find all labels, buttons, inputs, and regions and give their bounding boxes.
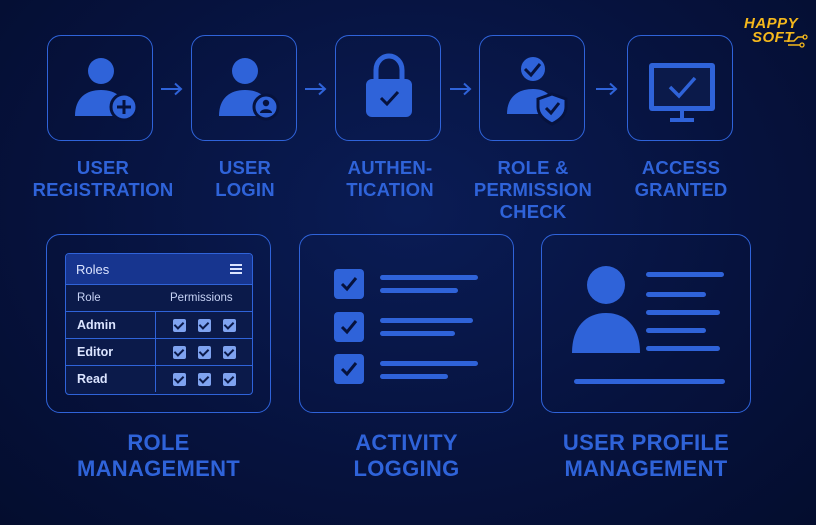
logo-text-line1: HAPPY <box>744 15 799 32</box>
checkbox-checked[interactable] <box>222 345 236 359</box>
label-line: REGISTRATION <box>32 179 174 200</box>
checkbox-checked[interactable] <box>172 372 186 386</box>
column-header-permissions: Permissions <box>170 292 233 304</box>
label-line: ROLE & <box>497 157 569 178</box>
step-access-granted <box>627 35 733 141</box>
circuit-icon <box>784 34 808 48</box>
label-line: TICATION <box>346 179 434 200</box>
table-row: Admin <box>66 311 252 338</box>
label-line: MANAGEMENT <box>76 456 241 481</box>
flow-arrow <box>595 82 619 96</box>
step-label-user-registration: USER REGISTRATION <box>28 157 178 201</box>
user-shield-icon <box>507 57 568 126</box>
role-name: Read <box>66 366 156 392</box>
step-authentication <box>335 35 441 141</box>
label-line: USER <box>218 157 272 178</box>
checkbox-checked[interactable] <box>222 318 236 332</box>
card-label-user-profile-management: USER PROFILE MANAGEMENT <box>530 430 762 482</box>
logo-text-line2: SOFT <box>752 29 794 46</box>
happysoft-logo: HAPPY SOFT <box>740 16 810 48</box>
roles-table: Roles Role Permissions Admin Editor <box>65 253 253 395</box>
label-line: LOGIN <box>215 179 275 200</box>
label-line: ACCESS <box>641 157 721 178</box>
hamburger-menu-icon[interactable] <box>230 264 242 274</box>
flow-arrow <box>160 82 184 96</box>
label-line: ACTIVITY <box>355 430 458 455</box>
label-line: LOGGING <box>353 456 460 481</box>
label-line: GRANTED <box>634 179 728 200</box>
roles-table-title: Roles <box>76 261 110 277</box>
label-line: ROLE <box>127 430 190 455</box>
card-label-activity-logging: ACTIVITY LOGGING <box>299 430 514 482</box>
lock-icon <box>366 53 412 117</box>
label-line: AUTHEN- <box>347 157 433 178</box>
roles-table-column-headers: Role Permissions <box>66 284 252 311</box>
checklist-icon <box>334 269 478 384</box>
checkbox-checked[interactable] <box>172 318 186 332</box>
label-line: PERMISSION <box>473 179 593 200</box>
flow-arrow <box>304 82 328 96</box>
step-user-registration <box>47 35 153 141</box>
roles-table-header: Roles <box>66 254 252 284</box>
checkbox-checked[interactable] <box>197 318 211 332</box>
table-row: Editor <box>66 338 252 365</box>
checkbox-checked[interactable] <box>222 372 236 386</box>
label-line: USER PROFILE <box>562 430 730 455</box>
card-label-role-management: ROLE MANAGEMENT <box>46 430 271 482</box>
label-line: USER <box>76 157 130 178</box>
permission-checkboxes <box>156 312 252 338</box>
monitor-check-icon <box>649 63 715 122</box>
checkbox-checked[interactable] <box>197 372 211 386</box>
role-name: Admin <box>66 312 156 338</box>
step-label-authentication: AUTHEN- TICATION <box>330 157 450 201</box>
checkbox-checked[interactable] <box>172 345 186 359</box>
step-label-access-granted: ACCESS GRANTED <box>620 157 742 201</box>
label-line: MANAGEMENT <box>564 456 728 481</box>
checkbox-checked[interactable] <box>197 345 211 359</box>
user-profile-icon <box>572 266 725 384</box>
column-header-role: Role <box>77 292 101 304</box>
card-user-profile-management <box>541 234 751 413</box>
card-role-management: Roles Role Permissions Admin Editor <box>46 234 271 413</box>
step-label-user-login: USER LOGIN <box>190 157 300 201</box>
role-name: Editor <box>66 339 156 365</box>
flow-arrow <box>449 82 473 96</box>
label-line: CHECK <box>499 201 567 222</box>
card-activity-logging <box>299 234 514 413</box>
user-add-icon <box>75 58 139 122</box>
permission-checkboxes <box>156 366 252 392</box>
step-user-login <box>191 35 297 141</box>
permission-checkboxes <box>156 339 252 365</box>
table-row: Read <box>66 365 252 392</box>
step-label-role-permission-check: ROLE & PERMISSION CHECK <box>465 157 601 223</box>
user-login-icon <box>219 58 280 121</box>
step-role-permission-check <box>479 35 585 141</box>
